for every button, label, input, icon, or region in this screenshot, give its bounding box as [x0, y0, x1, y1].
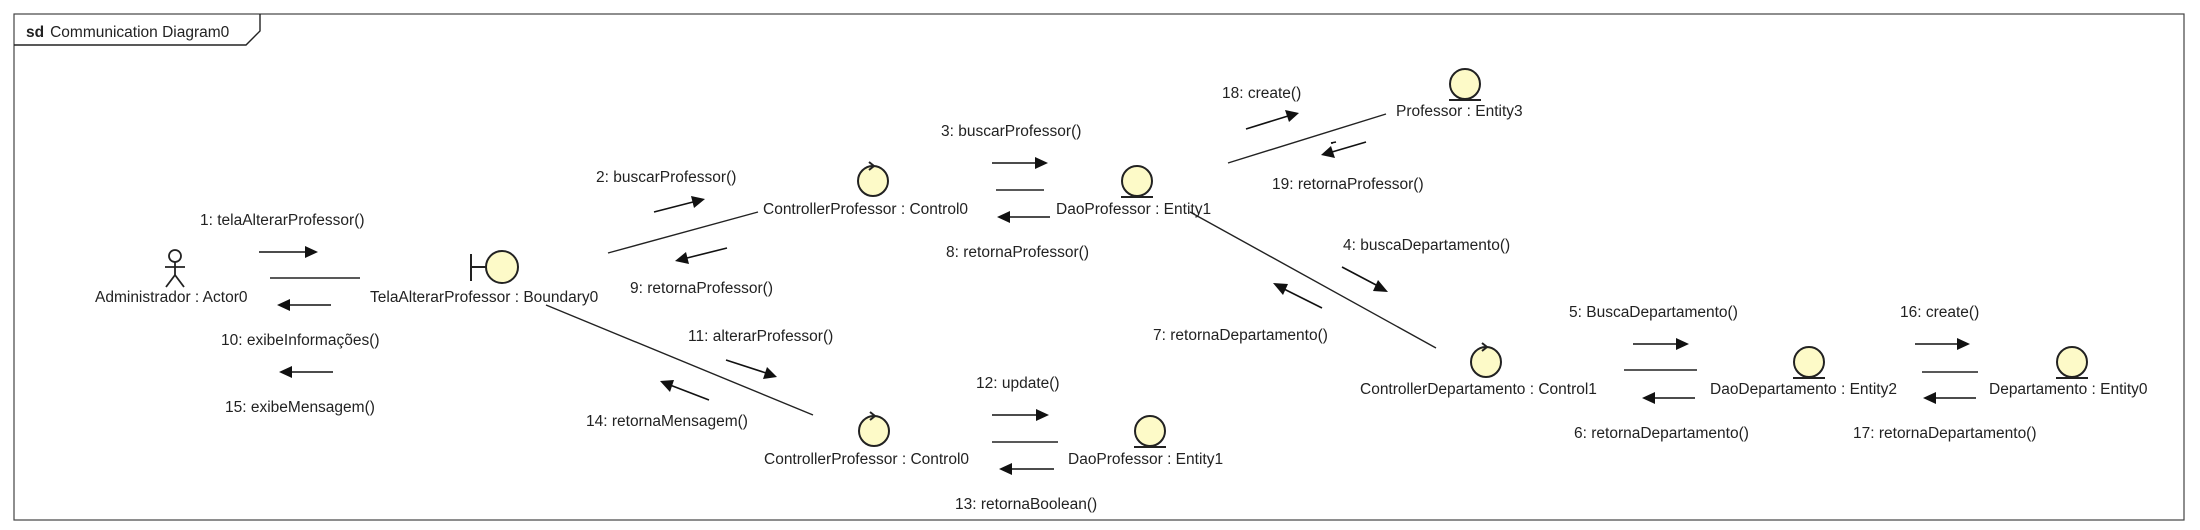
message-label-13: 13: retornaBoolean() [955, 496, 1097, 513]
message-label-3: 3: buscarProfessor() [941, 123, 1081, 140]
participant-label-controller-top: ControllerProfessor : Control0 [763, 201, 968, 218]
participant-label-professor-entity: Professor : Entity3 [1396, 103, 1523, 120]
message-label-17: 17: retornaDepartamento() [1853, 425, 2037, 442]
participant-label-actor: Administrador : Actor0 [95, 289, 248, 306]
participant-label-dao-bottom: DaoProfessor : Entity1 [1068, 451, 1223, 468]
frame-title: sd Communication Diagram0 [26, 24, 230, 41]
arrow-m3 [992, 157, 1048, 169]
frame-tab [14, 14, 261, 46]
link-dao-professor-entity [1227, 113, 1387, 164]
message-label-9: 9: retornaProfessor() [630, 280, 773, 297]
arrow-m8 [997, 211, 1050, 223]
arrow-m11 [725, 359, 777, 379]
message-label-4: 4: buscaDepartamento() [1343, 237, 1510, 254]
entity-icon[interactable] [1792, 346, 1826, 379]
message-label-1: 1: telaAlterarProfessor() [200, 212, 365, 229]
entity-icon[interactable] [2055, 346, 2089, 379]
participant-label-controller-bottom: ControllerProfessor : Control0 [764, 451, 969, 468]
arrow-m15 [279, 366, 333, 378]
arrow-m9 [675, 247, 728, 264]
arrow-m19 [1321, 141, 1367, 158]
message-label-10: 10: exibeInformações() [221, 332, 380, 349]
message-label-14: 14: retornaMensagem() [586, 413, 748, 430]
boundary-icon[interactable] [470, 250, 519, 284]
frame-name: Communication Diagram0 [50, 24, 230, 41]
arrow-m17 [1923, 392, 1976, 404]
message-label-5: 5: BuscaDepartamento() [1569, 304, 1738, 321]
message-label-7: 7: retornaDepartamento() [1153, 327, 1328, 344]
frame-keyword: sd [26, 24, 44, 41]
message-label-2: 2: buscarProfessor() [596, 169, 736, 186]
participant-label-dao-dep: DaoDepartamento : Entity2 [1710, 381, 1897, 398]
participant-label-departamento: Departamento : Entity0 [1989, 381, 2148, 398]
message-label-16: 16: create() [1900, 304, 1979, 321]
arrow-m2 [653, 196, 705, 213]
link-dao-controller-dep [1189, 211, 1437, 349]
link-boundary-controller-top [607, 211, 759, 254]
message-label-12: 12: update() [976, 375, 1060, 392]
entity-icon[interactable] [1133, 415, 1167, 448]
message-label-19: 19: retornaProfessor() [1272, 176, 1424, 193]
arrow-m5 [1633, 338, 1689, 350]
message-label-11: 11: alterarProfessor() [688, 328, 833, 345]
arrow-m18 [1245, 110, 1299, 130]
arrow-m4 [1341, 266, 1388, 292]
actor-icon[interactable] [165, 249, 185, 288]
arrow-m16 [1915, 338, 1970, 350]
link-boundary-controller-bottom [545, 304, 814, 416]
arrow-m6 [1642, 392, 1695, 404]
entity-icon[interactable] [1120, 165, 1154, 198]
arrow-m10 [277, 299, 331, 311]
message-label-6: 6: retornaDepartamento() [1574, 425, 1749, 442]
arrow-m1 [259, 246, 318, 258]
message-label-18: 18: create() [1222, 85, 1301, 102]
arrow-m12 [992, 409, 1049, 421]
participant-label-dao-top: DaoProfessor : Entity1 [1056, 201, 1211, 218]
arrow-m13 [999, 463, 1054, 475]
entity-icon[interactable] [1448, 68, 1482, 101]
message-label-8: 8: retornaProfessor() [946, 244, 1089, 261]
message-label-15: 15: exibeMensagem() [225, 399, 375, 416]
diagram-frame [13, 13, 2185, 521]
arrow-m7 [1273, 283, 1323, 309]
participant-label-boundary: TelaAlterarProfessor : Boundary0 [370, 289, 599, 306]
arrow-m14 [660, 380, 710, 401]
participant-label-controller-dep: ControllerDepartamento : Control1 [1360, 381, 1597, 398]
